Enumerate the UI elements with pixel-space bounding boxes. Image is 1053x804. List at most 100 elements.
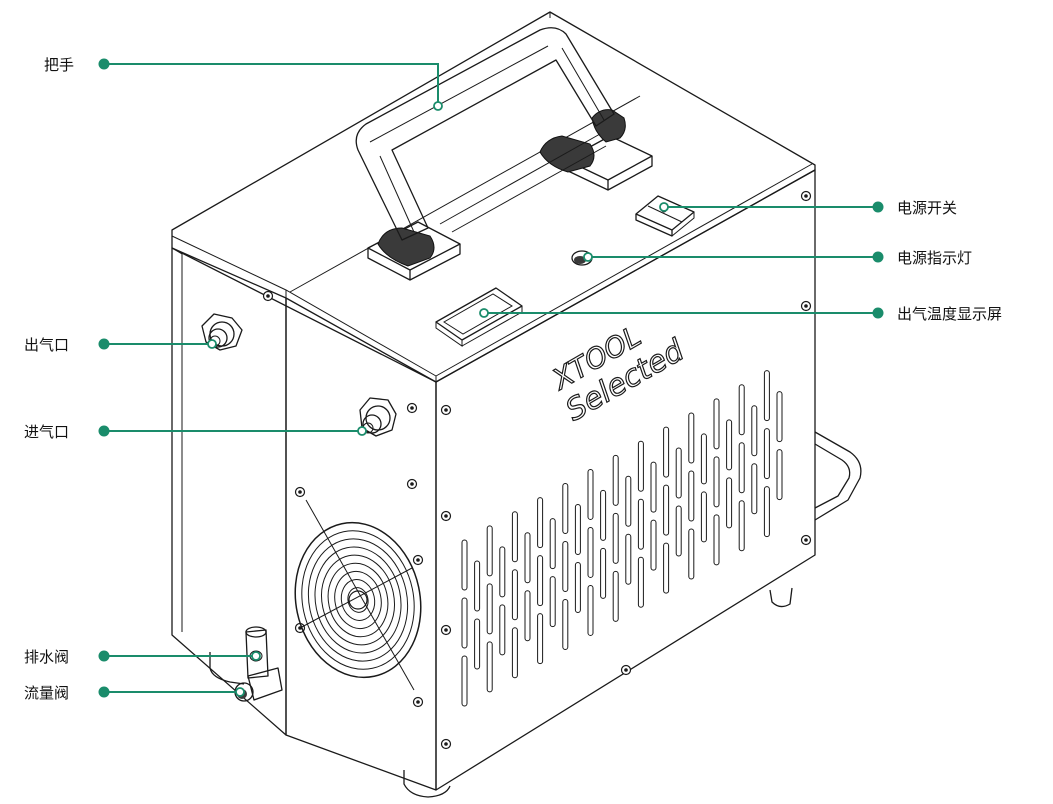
label-handle: 把手 <box>44 56 74 74</box>
callout-leaders <box>98 58 884 698</box>
leader-anchor <box>207 339 217 349</box>
vent-slot <box>738 442 745 494</box>
leader-dot <box>872 307 884 319</box>
screw-head <box>416 558 420 562</box>
leader-anchor <box>659 202 669 212</box>
carry-handle <box>355 27 653 281</box>
screw-head <box>444 628 448 632</box>
vent-slot <box>763 370 770 422</box>
vent-slot <box>587 526 594 578</box>
leader-anchor <box>479 308 489 318</box>
vent-slot <box>776 391 783 443</box>
vent-slot <box>700 491 707 543</box>
vent-slot <box>713 398 720 450</box>
screw-head <box>624 668 628 672</box>
vent-slot <box>688 528 695 580</box>
vent-slot <box>461 539 468 591</box>
vent-slot <box>713 456 720 508</box>
leader-anchor <box>251 651 261 661</box>
vent-slot <box>663 542 670 594</box>
vent-slot <box>763 486 770 538</box>
leader-dot <box>872 251 884 263</box>
panel-screws <box>262 190 812 750</box>
vent-slot <box>574 561 581 613</box>
vent-slot <box>537 497 544 549</box>
vent-slot <box>499 604 506 656</box>
vent-slot <box>474 618 481 670</box>
fan-ring <box>327 562 389 638</box>
vent-slot <box>562 483 569 535</box>
label-outlet-temp-display: 出气温度显示屏 <box>897 305 1002 323</box>
vent-slot <box>625 533 632 585</box>
vent-slot <box>549 518 556 570</box>
device-body <box>171 11 816 791</box>
vent-slot <box>486 641 493 693</box>
vent-slot <box>562 541 569 593</box>
fan-ring <box>307 538 409 662</box>
vent-slot <box>587 468 594 520</box>
brand-logo: XTOOL Selected <box>545 319 692 429</box>
vent-slot <box>688 412 695 464</box>
fan-ring <box>334 570 382 630</box>
leader-anchor <box>235 687 245 697</box>
vent-slot <box>675 505 682 557</box>
vent-slot <box>650 519 657 571</box>
rear-tube-handle <box>814 431 862 521</box>
vent-slot <box>675 447 682 499</box>
leader-anchor <box>583 252 593 262</box>
vent-slot <box>637 440 644 492</box>
vent-slot <box>562 599 569 651</box>
screw-head <box>804 194 808 198</box>
leader-dot <box>98 686 110 698</box>
leader-anchor <box>357 426 367 436</box>
vent-slot <box>700 433 707 485</box>
vent-slot <box>738 384 745 436</box>
screw-head <box>298 490 302 494</box>
vent-slot <box>600 547 607 599</box>
fan-guard-rings <box>294 521 422 679</box>
vent-slot <box>763 428 770 480</box>
label-flow-valve: 流量阀 <box>24 684 69 702</box>
leader-dot <box>872 201 884 213</box>
leader-handle <box>104 63 439 106</box>
vent-slot <box>574 503 581 555</box>
leader-dot <box>98 425 110 437</box>
screw-head <box>410 406 414 410</box>
vent-slot <box>587 584 594 636</box>
vent-slot <box>474 560 481 612</box>
vent-slot <box>511 627 518 679</box>
screw-head <box>444 514 448 518</box>
vent-slot <box>650 461 657 513</box>
vent-slot <box>486 583 493 635</box>
vent-slot <box>537 555 544 607</box>
vent-slot <box>461 597 468 649</box>
fan-ring <box>340 579 376 621</box>
screw-head <box>804 304 808 308</box>
cooling-fan <box>294 499 422 691</box>
vent-slot <box>637 556 644 608</box>
vent-slot <box>524 532 531 584</box>
label-power-switch: 电源开关 <box>897 199 957 217</box>
vent-slot <box>537 613 544 665</box>
power-switch <box>635 195 695 237</box>
drain-valve-fitting <box>245 626 283 701</box>
screw-head <box>410 482 414 486</box>
temperature-display <box>435 287 523 347</box>
fan-ring <box>294 521 422 679</box>
screw-head <box>804 538 808 542</box>
screw-head <box>444 742 448 746</box>
vent-slot <box>600 489 607 541</box>
vent-slot <box>612 512 619 564</box>
fan-ring <box>321 554 395 646</box>
leader-dot <box>98 58 110 70</box>
vent-slot <box>524 590 531 642</box>
vent-slot <box>461 655 468 707</box>
screw-head <box>266 294 270 298</box>
vent-slot <box>612 454 619 506</box>
vent-slot <box>663 484 670 536</box>
screw-head <box>416 700 420 704</box>
label-drain-valve: 排水阀 <box>24 648 69 666</box>
fan-ring <box>301 530 415 670</box>
label-power-indicator: 电源指示灯 <box>897 249 972 267</box>
